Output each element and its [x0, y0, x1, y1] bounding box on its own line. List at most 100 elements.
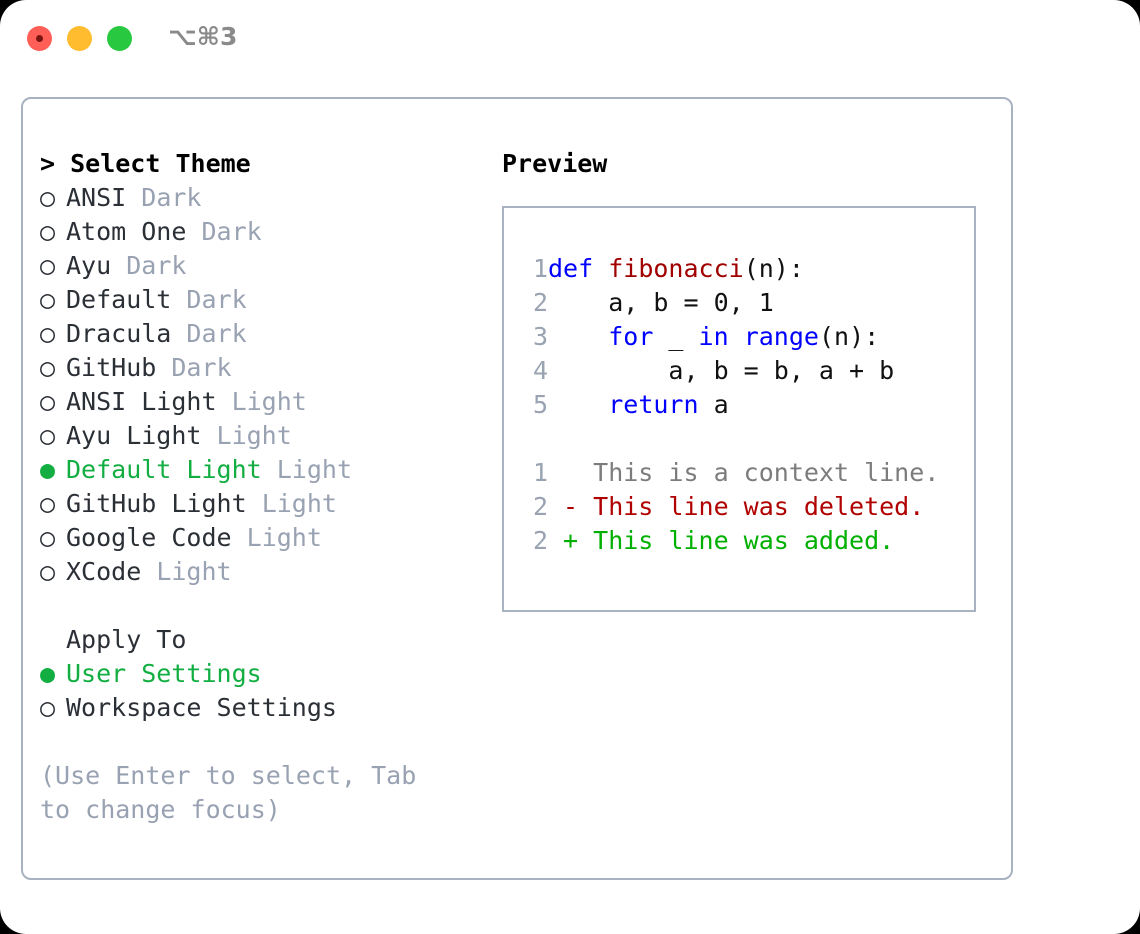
theme-option-label: Atom One — [66, 217, 187, 246]
code-line: 5 return a — [516, 388, 966, 422]
code-diff-separator — [516, 422, 966, 456]
code-token: a — [698, 390, 729, 419]
line-number: 2 — [532, 492, 548, 521]
theme-option-tag: Dark — [186, 285, 247, 314]
line-number: 1 — [532, 458, 548, 487]
code-line: 3 for _ in range(n): — [516, 320, 966, 354]
theme-option[interactable]: ●Default Light Light — [40, 453, 480, 487]
theme-option[interactable]: ○Atom One Dark — [40, 215, 480, 249]
code-token: def — [548, 254, 609, 283]
theme-option-label: Dracula — [66, 319, 172, 348]
theme-option-tag: Light — [156, 557, 232, 586]
keyboard-hint-text: (Use Enter to select, Tab to change focu… — [40, 761, 417, 824]
line-number: 5 — [532, 390, 548, 419]
apply-to-option-label: Workspace Settings — [66, 693, 337, 722]
apply-to-section: Apply To ● User Settings ○ Workspace Settin… — [40, 623, 480, 725]
theme-option[interactable]: ○ Ayu Dark — [40, 249, 480, 283]
preview-title: Preview — [502, 149, 608, 178]
theme-option[interactable]: ○ Default Dark — [40, 283, 480, 317]
code-token: _ — [653, 322, 699, 351]
apply-to-option[interactable]: ○ Workspace Settings — [40, 691, 480, 725]
theme-option-label: GitHub Light — [66, 489, 247, 518]
theme-picker-column: > Select Theme ○ANSI Dark○Atom One Dark○… — [40, 147, 480, 827]
theme-list: ○ANSI Dark○Atom One Dark○Ayu Dark○Defaul… — [40, 181, 480, 589]
code-token: a, b = 0, 1 — [548, 288, 774, 317]
radio-unselected-icon: ○ — [40, 285, 56, 314]
code-line: 4 a, b = b, a + b — [516, 354, 966, 388]
theme-option-tag: Dark — [126, 251, 187, 280]
title-bar: ⌥⌘3 — [0, 0, 1140, 78]
theme-option-label: ANSI Light — [66, 387, 217, 416]
line-number: 1 — [532, 254, 548, 283]
diff-line: 1 This is a context line. — [516, 456, 966, 490]
apply-to-title: Apply To — [66, 625, 187, 654]
theme-option-label: Ayu — [66, 251, 112, 280]
code-token: for — [608, 322, 654, 351]
theme-option-tag: Light — [261, 489, 337, 518]
theme-option-label: XCode — [66, 557, 142, 586]
code-token: fibonacci — [608, 254, 744, 283]
theme-option[interactable]: ○ GitHub Light Light — [40, 487, 480, 521]
radio-unselected-icon: ○ — [40, 183, 56, 212]
apply-to-option[interactable]: ● User Settings — [40, 657, 480, 691]
line-number: 3 — [532, 322, 548, 351]
radio-unselected-icon: ○ — [40, 353, 56, 382]
code-token — [548, 390, 608, 419]
theme-option-label: Default — [66, 285, 172, 314]
theme-option-tag: Dark — [201, 217, 262, 246]
theme-option-tag: Dark — [171, 353, 232, 382]
minimize-button[interactable] — [67, 26, 92, 51]
diff-line: 2 + This line was added. — [516, 524, 966, 558]
theme-option-label: Google Code — [66, 523, 232, 552]
code-token — [729, 322, 744, 351]
diff-line: 2 - This line was deleted. — [516, 490, 966, 524]
line-number: 2 — [532, 526, 548, 555]
radio-unselected-icon: ○ — [40, 693, 56, 722]
select-theme-header: > Select Theme — [40, 149, 251, 178]
code-token — [548, 322, 608, 351]
theme-option[interactable]: ○ Ayu Light Light — [40, 419, 480, 453]
line-number: 2 — [532, 288, 548, 317]
theme-option-tag: Light — [216, 421, 292, 450]
theme-option-tag: Light — [246, 523, 322, 552]
code-token: in — [698, 322, 729, 351]
radio-unselected-icon: ○ — [40, 489, 56, 518]
apply-to-option-label: User Settings — [66, 659, 262, 688]
radio-unselected-icon: ○ — [40, 557, 56, 586]
theme-option-tag: Dark — [141, 183, 202, 212]
close-icon — [36, 35, 43, 42]
code-token: - This line was deleted. — [548, 492, 925, 521]
radio-unselected-icon: ○ — [40, 523, 56, 552]
code-token: + This line was added. — [548, 526, 895, 555]
code-token: (n): — [818, 322, 880, 351]
theme-option[interactable]: ○ Google Code Light — [40, 521, 480, 555]
code-token: a, b = b, a + b — [548, 356, 895, 385]
theme-option[interactable]: ○ANSI Light Light — [40, 385, 480, 419]
code-line: 2 a, b = 0, 1 — [516, 286, 966, 320]
radio-selected-icon: ● — [40, 659, 56, 688]
theme-option[interactable]: ○ GitHub Dark — [40, 351, 480, 385]
theme-option-label: GitHub — [66, 353, 157, 382]
theme-option[interactable]: ○ ANSI Dark — [40, 181, 480, 215]
radio-unselected-icon: ○ — [40, 251, 56, 280]
code-token: range — [743, 322, 819, 351]
main-panel: > Select Theme ○ANSI Dark○Atom One Dark○… — [21, 97, 1013, 880]
theme-option-label: ANSI — [66, 183, 127, 212]
radio-unselected-icon: ○ — [40, 387, 56, 416]
radio-unselected-icon: ○ — [40, 421, 56, 450]
line-number: 4 — [532, 356, 548, 385]
radio-selected-icon: ● — [40, 455, 56, 484]
keyboard-shortcut-label: ⌥⌘3 — [168, 22, 238, 51]
apply-to-list: ● User Settings ○ Workspace Settings — [40, 657, 480, 725]
theme-option[interactable]: ○ XCode Light — [40, 555, 480, 589]
maximize-button[interactable] — [107, 26, 132, 51]
theme-option[interactable]: ○Dracula Dark — [40, 317, 480, 351]
code-token: return — [608, 390, 699, 419]
theme-option-tag: Light — [276, 455, 352, 484]
theme-option-label: Ayu Light — [66, 421, 202, 450]
close-button[interactable] — [27, 26, 52, 51]
